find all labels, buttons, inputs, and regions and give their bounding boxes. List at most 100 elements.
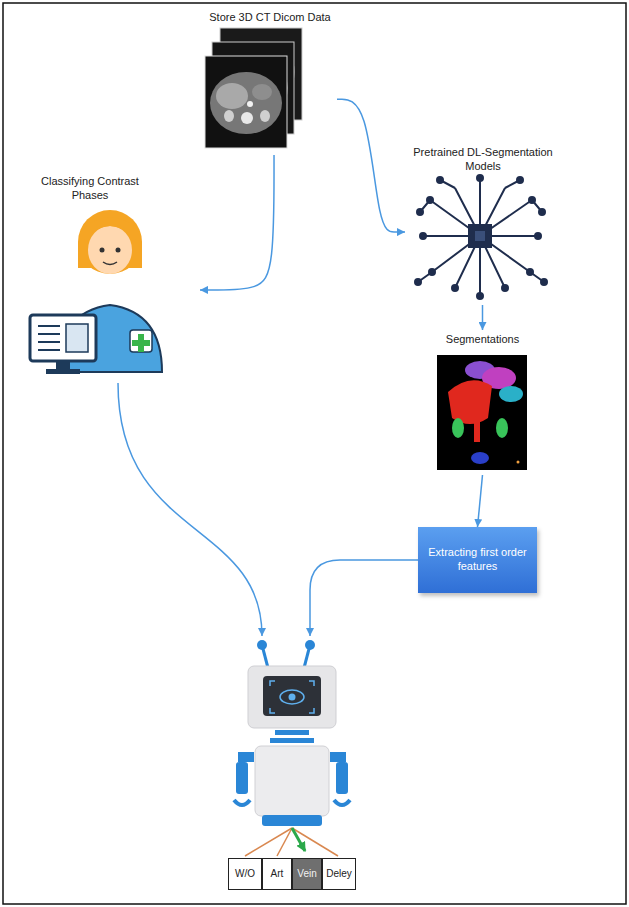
segmentation-image-part (437, 355, 527, 470)
robot-classifier-part (270, 681, 314, 713)
class-cell: W/O (228, 858, 262, 890)
outer-frame (3, 3, 626, 904)
ct-stack-part (252, 84, 272, 100)
ct-stack-part (260, 110, 270, 122)
segmentation-image-part (474, 400, 480, 442)
neural-network-icon-part (418, 178, 544, 296)
segmentation-image (437, 355, 527, 470)
ct-stack-part (216, 83, 248, 109)
class-label: Art (271, 868, 284, 881)
segmentation-image-part (517, 461, 520, 464)
robot-classifier-part (262, 815, 322, 826)
robot-classifier-part (255, 746, 329, 816)
neural-network-icon-part (420, 233, 426, 239)
robot-classifier-part (336, 762, 348, 794)
robot-classifier (234, 640, 350, 826)
class-cell: Deley (322, 858, 356, 890)
radiologist-icon-part (46, 369, 80, 374)
input-wires (118, 383, 418, 636)
figure-heading: Pretrained DL-Segmentation Models (408, 143, 558, 174)
ct-stack-part (224, 110, 234, 122)
neural-network-icon-part (415, 279, 421, 285)
headed-figure: Store 3D CT Dicom Data (203, 8, 337, 155)
robot-classifier-part (289, 694, 296, 701)
class-cell: Vein (292, 858, 322, 890)
input-wires-part (118, 383, 262, 636)
radiologist-icon-part (66, 324, 88, 352)
input-wires-part (310, 560, 418, 636)
figure-heading: Segmentations (430, 330, 535, 347)
class-label: Vein (297, 868, 316, 881)
neural-network-icon-part (502, 285, 508, 291)
robot-classifier-part (305, 640, 315, 650)
robot-classifier-part (238, 752, 254, 762)
robot-classifier-part (263, 676, 321, 716)
robot-classifier-part (270, 738, 314, 743)
segmentation-image-part (499, 386, 523, 402)
neural-network-icon-part (535, 233, 541, 239)
process-box: Extracting first order features (418, 527, 537, 593)
ct-stack-part (241, 112, 253, 124)
segmentation-image-part (448, 380, 492, 424)
segmentation-image-part (452, 418, 464, 438)
neural-network-icon-part (477, 175, 483, 181)
radiologist-icon-part (132, 334, 150, 352)
output-wires-part (292, 828, 305, 851)
ct-stack-part (205, 56, 287, 148)
robot-classifier-part (334, 800, 350, 805)
figure-heading: Store 3D CT Dicom Data (203, 8, 337, 25)
radiologist-icon-part (38, 326, 60, 350)
radiologist-icon-part (30, 315, 96, 361)
neural-network-icon-part (517, 177, 523, 183)
flow-arrow (200, 155, 274, 290)
neural-network-icon (415, 175, 547, 299)
radiologist-icon (30, 210, 162, 374)
class-cell: Art (262, 858, 292, 890)
neural-network-icon-part (429, 269, 435, 275)
radiologist-icon-part (78, 210, 142, 274)
segmentation-image-part (471, 452, 489, 464)
class-label: Deley (326, 868, 352, 881)
output-wires (245, 828, 338, 856)
output-wires-part (277, 828, 292, 856)
flow-arrow (478, 475, 483, 527)
output-wires-part (292, 828, 338, 856)
neural-network-icon-part (529, 197, 535, 203)
ct-stack-part (247, 101, 253, 107)
radiologist-icon-part (56, 361, 70, 369)
neural-network-icon-part (417, 209, 423, 215)
radiologist-icon-part (116, 248, 121, 253)
radiologist-icon-part (88, 226, 132, 274)
headed-figure: Segmentations (430, 330, 535, 475)
flow-arrow (337, 99, 405, 232)
neural-network-icon-part (541, 279, 547, 285)
radiologist-icon-part (100, 248, 105, 253)
ct-stack (205, 28, 302, 148)
robot-classifier-part (280, 690, 304, 704)
class-label: W/O (235, 868, 255, 881)
neural-network-icon-part (427, 197, 433, 203)
neural-network-icon-part (437, 177, 443, 183)
headed-figure: Classifying Contrast Phases (25, 172, 200, 380)
headed-figure: Pretrained DL-Segmentation Models (405, 143, 560, 305)
output-wires-part (245, 828, 292, 856)
ct-stack-part (210, 72, 282, 134)
robot-classifier-part (248, 666, 336, 728)
neural-network-icon-part (469, 225, 491, 247)
robot-classifier-part (236, 762, 248, 794)
robot-classifier-part (234, 800, 250, 805)
robot-classifier-part (330, 752, 346, 762)
neural-network-icon-part (452, 285, 458, 291)
radiologist-icon-part (103, 262, 117, 265)
robot-classifier-part (275, 730, 309, 735)
radiologist-icon-part (130, 330, 152, 352)
neural-network-icon-part (539, 209, 545, 215)
box-label: Extracting first order features (424, 546, 531, 574)
neural-network-icon-part (527, 269, 533, 275)
robot-classifier-part (257, 640, 267, 650)
radiologist-icon-part (84, 217, 136, 240)
